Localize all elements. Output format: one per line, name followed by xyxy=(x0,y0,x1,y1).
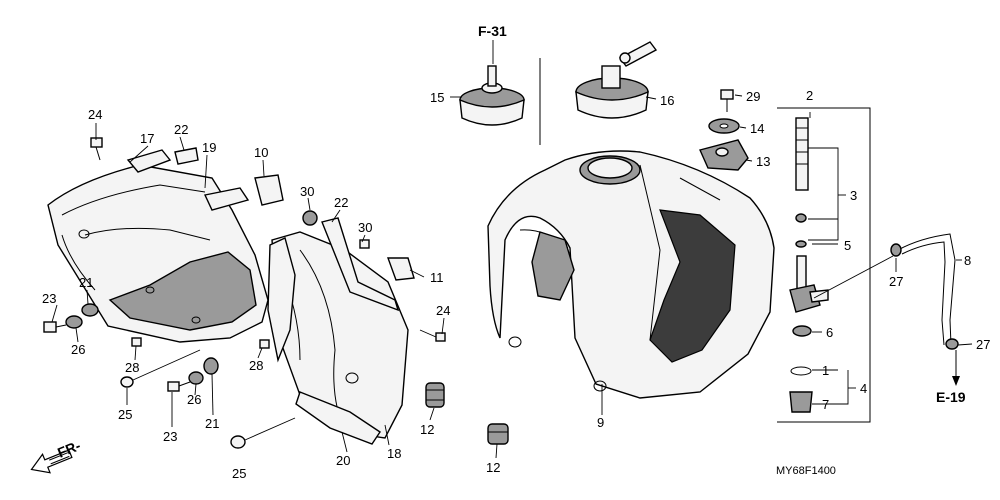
callout-17: 17 xyxy=(140,131,154,146)
callout-30-right: 30 xyxy=(358,220,372,235)
ref-e19: E-19 xyxy=(936,389,966,405)
screw-24-right xyxy=(419,329,446,342)
callout-23-mid: 23 xyxy=(163,429,177,444)
callout-23-left: 23 xyxy=(42,291,56,306)
fuel-cock-group xyxy=(777,107,871,423)
callout-20: 20 xyxy=(336,453,350,468)
screw-28-left xyxy=(131,337,142,347)
callout-22-right: 22 xyxy=(334,195,348,210)
screw-25-bottom xyxy=(230,417,296,449)
left-hardware xyxy=(43,137,446,449)
callout-30-left: 30 xyxy=(300,184,314,199)
callout-24-right: 24 xyxy=(436,303,450,318)
fuel-cap-16 xyxy=(575,41,658,119)
callout-12-a: 12 xyxy=(420,422,434,437)
setting-washer-14 xyxy=(708,118,740,134)
callout-27-bottom: 27 xyxy=(976,337,990,352)
callout-21-left: 21 xyxy=(79,275,93,290)
fuel-cap-15 xyxy=(459,65,525,126)
nut-21-mid xyxy=(203,357,219,375)
callout-14: 14 xyxy=(750,121,764,136)
callout-25-left: 25 xyxy=(118,407,132,422)
side-cover xyxy=(271,231,409,439)
cap-bolt-29 xyxy=(720,89,734,112)
bolt-23-mid xyxy=(167,381,191,392)
callout-8: 8 xyxy=(964,253,971,268)
callout-1: 1 xyxy=(822,363,829,378)
callout-4: 4 xyxy=(860,381,867,396)
callout-27-top: 27 xyxy=(889,274,903,289)
callout-28-mid: 28 xyxy=(249,358,263,373)
screw-25-left xyxy=(120,349,201,388)
leader-lines xyxy=(51,40,973,459)
callout-29: 29 xyxy=(746,89,760,104)
left-shroud-assembly xyxy=(47,147,415,445)
callout-19: 19 xyxy=(202,140,216,155)
callout-18: 18 xyxy=(387,446,401,461)
drawing-code: MY68F1400 xyxy=(776,465,836,477)
callout-5: 5 xyxy=(844,238,851,253)
front-arrow-icon xyxy=(30,449,73,474)
callout-12-b: 12 xyxy=(486,460,500,475)
shroud-inner-panel xyxy=(108,251,257,331)
callout-2: 2 xyxy=(806,88,813,103)
screw-28-mid xyxy=(259,339,270,349)
callout-10: 10 xyxy=(254,145,268,160)
callout-16: 16 xyxy=(660,93,674,108)
nut-21-left xyxy=(81,303,99,317)
collar-30-left xyxy=(302,210,318,226)
setting-plate-13 xyxy=(699,139,749,171)
callout-15: 15 xyxy=(430,90,444,105)
front-label: FR- xyxy=(55,437,83,461)
ref-f31: F-31 xyxy=(478,23,507,39)
fuel-tank xyxy=(487,150,775,399)
callout-21-mid: 21 xyxy=(205,416,219,431)
callout-9: 9 xyxy=(597,415,604,430)
callout-26-left: 26 xyxy=(71,342,85,357)
callout-7: 7 xyxy=(822,397,829,412)
washer-26-left xyxy=(65,315,83,329)
clip-27-bottom xyxy=(945,338,959,350)
bolt-30-mid xyxy=(359,239,370,249)
callout-26-mid: 26 xyxy=(187,392,201,407)
callout-24-top: 24 xyxy=(88,107,102,122)
bolt-24-top xyxy=(90,137,103,161)
bolt-23-left xyxy=(43,321,67,333)
callout-6: 6 xyxy=(826,325,833,340)
tank-graphic xyxy=(649,209,736,363)
clip-27-top xyxy=(890,243,902,257)
fuel-hose-8 xyxy=(890,233,960,386)
callout-28-left: 28 xyxy=(125,360,139,375)
washer-26-mid xyxy=(188,371,204,385)
grommet-12-a xyxy=(425,382,445,408)
callout-13: 13 xyxy=(756,154,770,169)
callouts: 24 17 22 19 10 30 22 30 11 24 21 23 26 2… xyxy=(42,88,990,481)
grommet-12-b xyxy=(487,423,509,445)
callout-11: 11 xyxy=(430,270,444,285)
callout-25-bottom: 25 xyxy=(232,466,246,481)
callout-22-left: 22 xyxy=(174,122,188,137)
callout-3: 3 xyxy=(850,188,857,203)
